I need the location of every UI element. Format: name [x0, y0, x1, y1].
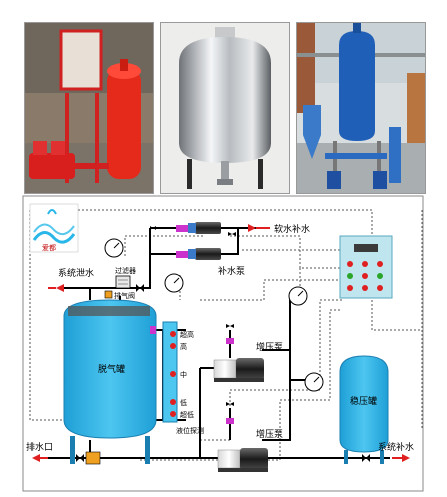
- level-ultra-high: 超高: [180, 330, 194, 339]
- deaerator-tank: 脱气罐: [63, 299, 157, 464]
- stabilizer-tank-label: 稳压罐: [350, 395, 377, 407]
- drain-outlet-label: 排水口: [26, 441, 53, 453]
- valves: [76, 225, 370, 465]
- system-drain-label: 系统泄水: [58, 267, 94, 279]
- pressure-gauge-2: [164, 273, 184, 293]
- soft-water-label: 软水补水: [274, 223, 310, 235]
- photo-blue-unit: [296, 22, 426, 194]
- make-up-pump-1: [188, 222, 221, 234]
- flow-arrows: [32, 224, 410, 462]
- booster-pump-1-label: 增压泵: [256, 341, 283, 353]
- make-up-pump-2: [188, 248, 221, 260]
- photo-red-unit: [24, 22, 154, 194]
- level-ultra-low: 超低: [180, 410, 194, 419]
- logo-text: 爱都: [42, 244, 56, 252]
- stabilizer-tank: 稳压罐: [339, 355, 389, 464]
- exhaust-valve-label: 排气阀: [114, 291, 135, 300]
- filter: [115, 275, 131, 289]
- level-probe: 超高 高 中 低 超低 液位探测: [162, 321, 204, 435]
- make-up-pump-label: 补水泵: [218, 265, 245, 277]
- photo-stainless-tank: [160, 22, 290, 194]
- filter-label: 过滤器: [115, 266, 136, 275]
- level-probe-label: 液位探测: [176, 426, 204, 435]
- level-high: 高: [180, 342, 187, 351]
- booster-pump-2: [217, 448, 268, 472]
- deaerator-tank-label: 脱气罐: [98, 363, 125, 375]
- level-low: 低: [180, 398, 187, 407]
- schematic-frame: [22, 195, 424, 492]
- booster-pump-1: [213, 358, 264, 382]
- pressure-gauge-4: [304, 372, 324, 392]
- pressure-gauge-1: [104, 238, 124, 258]
- level-mid: 中: [180, 370, 187, 379]
- exhaust-valve: [104, 290, 113, 299]
- pressure-gauge-3: [288, 286, 308, 306]
- logo: 爱都: [29, 203, 79, 253]
- booster-pump-2-label: 增压泵: [256, 428, 283, 440]
- control-panel: [339, 235, 393, 299]
- system-makeup-label: 系统补水: [378, 441, 414, 453]
